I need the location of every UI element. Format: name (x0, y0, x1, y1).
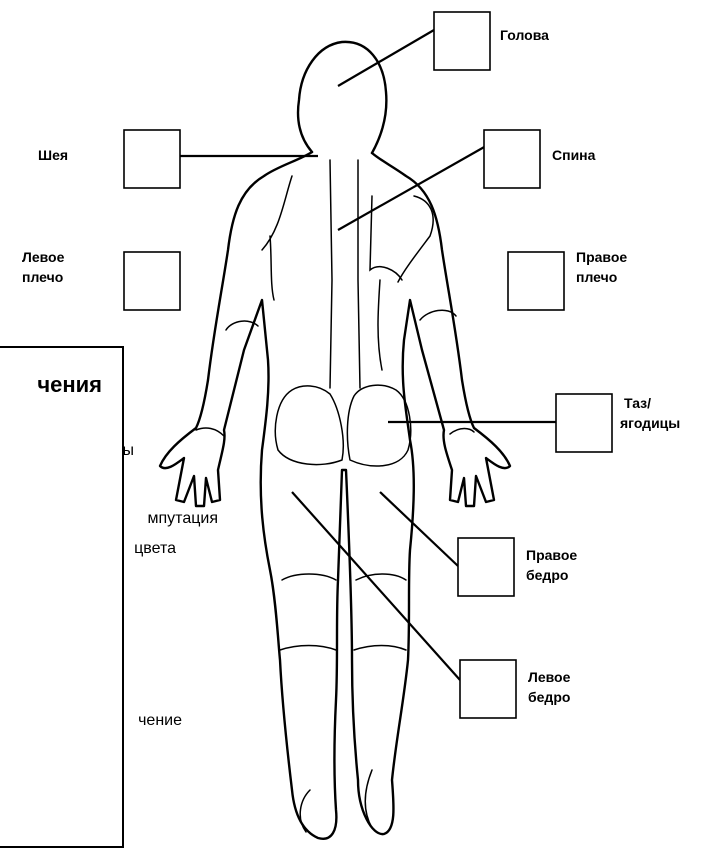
back-details (196, 176, 474, 436)
checkbox-pelvis[interactable] (556, 394, 612, 452)
legend-item-3: цвета (134, 540, 176, 558)
buttocks (275, 385, 410, 466)
label-left-thigh-line1: Левое (528, 668, 570, 686)
label-right-shoulder-line1: Правое (576, 248, 627, 266)
label-left-thigh-line2: бедро (528, 688, 570, 706)
checkbox-right-shoulder[interactable] (508, 252, 564, 310)
checkbox-back[interactable] (484, 130, 540, 188)
label-right-thigh-line2: бедро (526, 566, 568, 584)
legend-panel: чения ы мпутация цвета чение (0, 346, 124, 848)
legend-item-4: чение (138, 712, 182, 730)
label-right-thigh-line1: Правое (526, 546, 577, 564)
label-left-shoulder-line1: Левое (22, 248, 64, 266)
checkbox-left-thigh[interactable] (460, 660, 516, 718)
body-outline (160, 152, 510, 839)
head-outline (298, 42, 386, 153)
checkbox-head[interactable] (434, 12, 490, 70)
checkbox-left-shoulder[interactable] (124, 252, 180, 310)
legend-item-2: мпутация (148, 510, 218, 528)
checkbox-neck[interactable] (124, 130, 180, 188)
leg-details (280, 574, 406, 832)
label-pelvis-line1: Таз/ (624, 394, 651, 412)
leader-back (338, 146, 486, 230)
label-pelvis-line2: ягодицы (620, 414, 680, 432)
label-right-shoulder-line2: плечо (576, 268, 617, 286)
spine-band (330, 160, 360, 388)
label-neck: Шея (38, 146, 68, 164)
legend-title: чения (37, 372, 102, 398)
leader-head (338, 30, 434, 86)
label-back: Спина (552, 146, 595, 164)
leader-left-thigh (292, 492, 460, 680)
leader-right-thigh (380, 492, 458, 566)
label-left-shoulder-line2: плечо (22, 268, 63, 286)
legend-item-1: ы (123, 442, 135, 460)
checkbox-right-thigh[interactable] (458, 538, 514, 596)
label-head: Голова (500, 26, 549, 44)
